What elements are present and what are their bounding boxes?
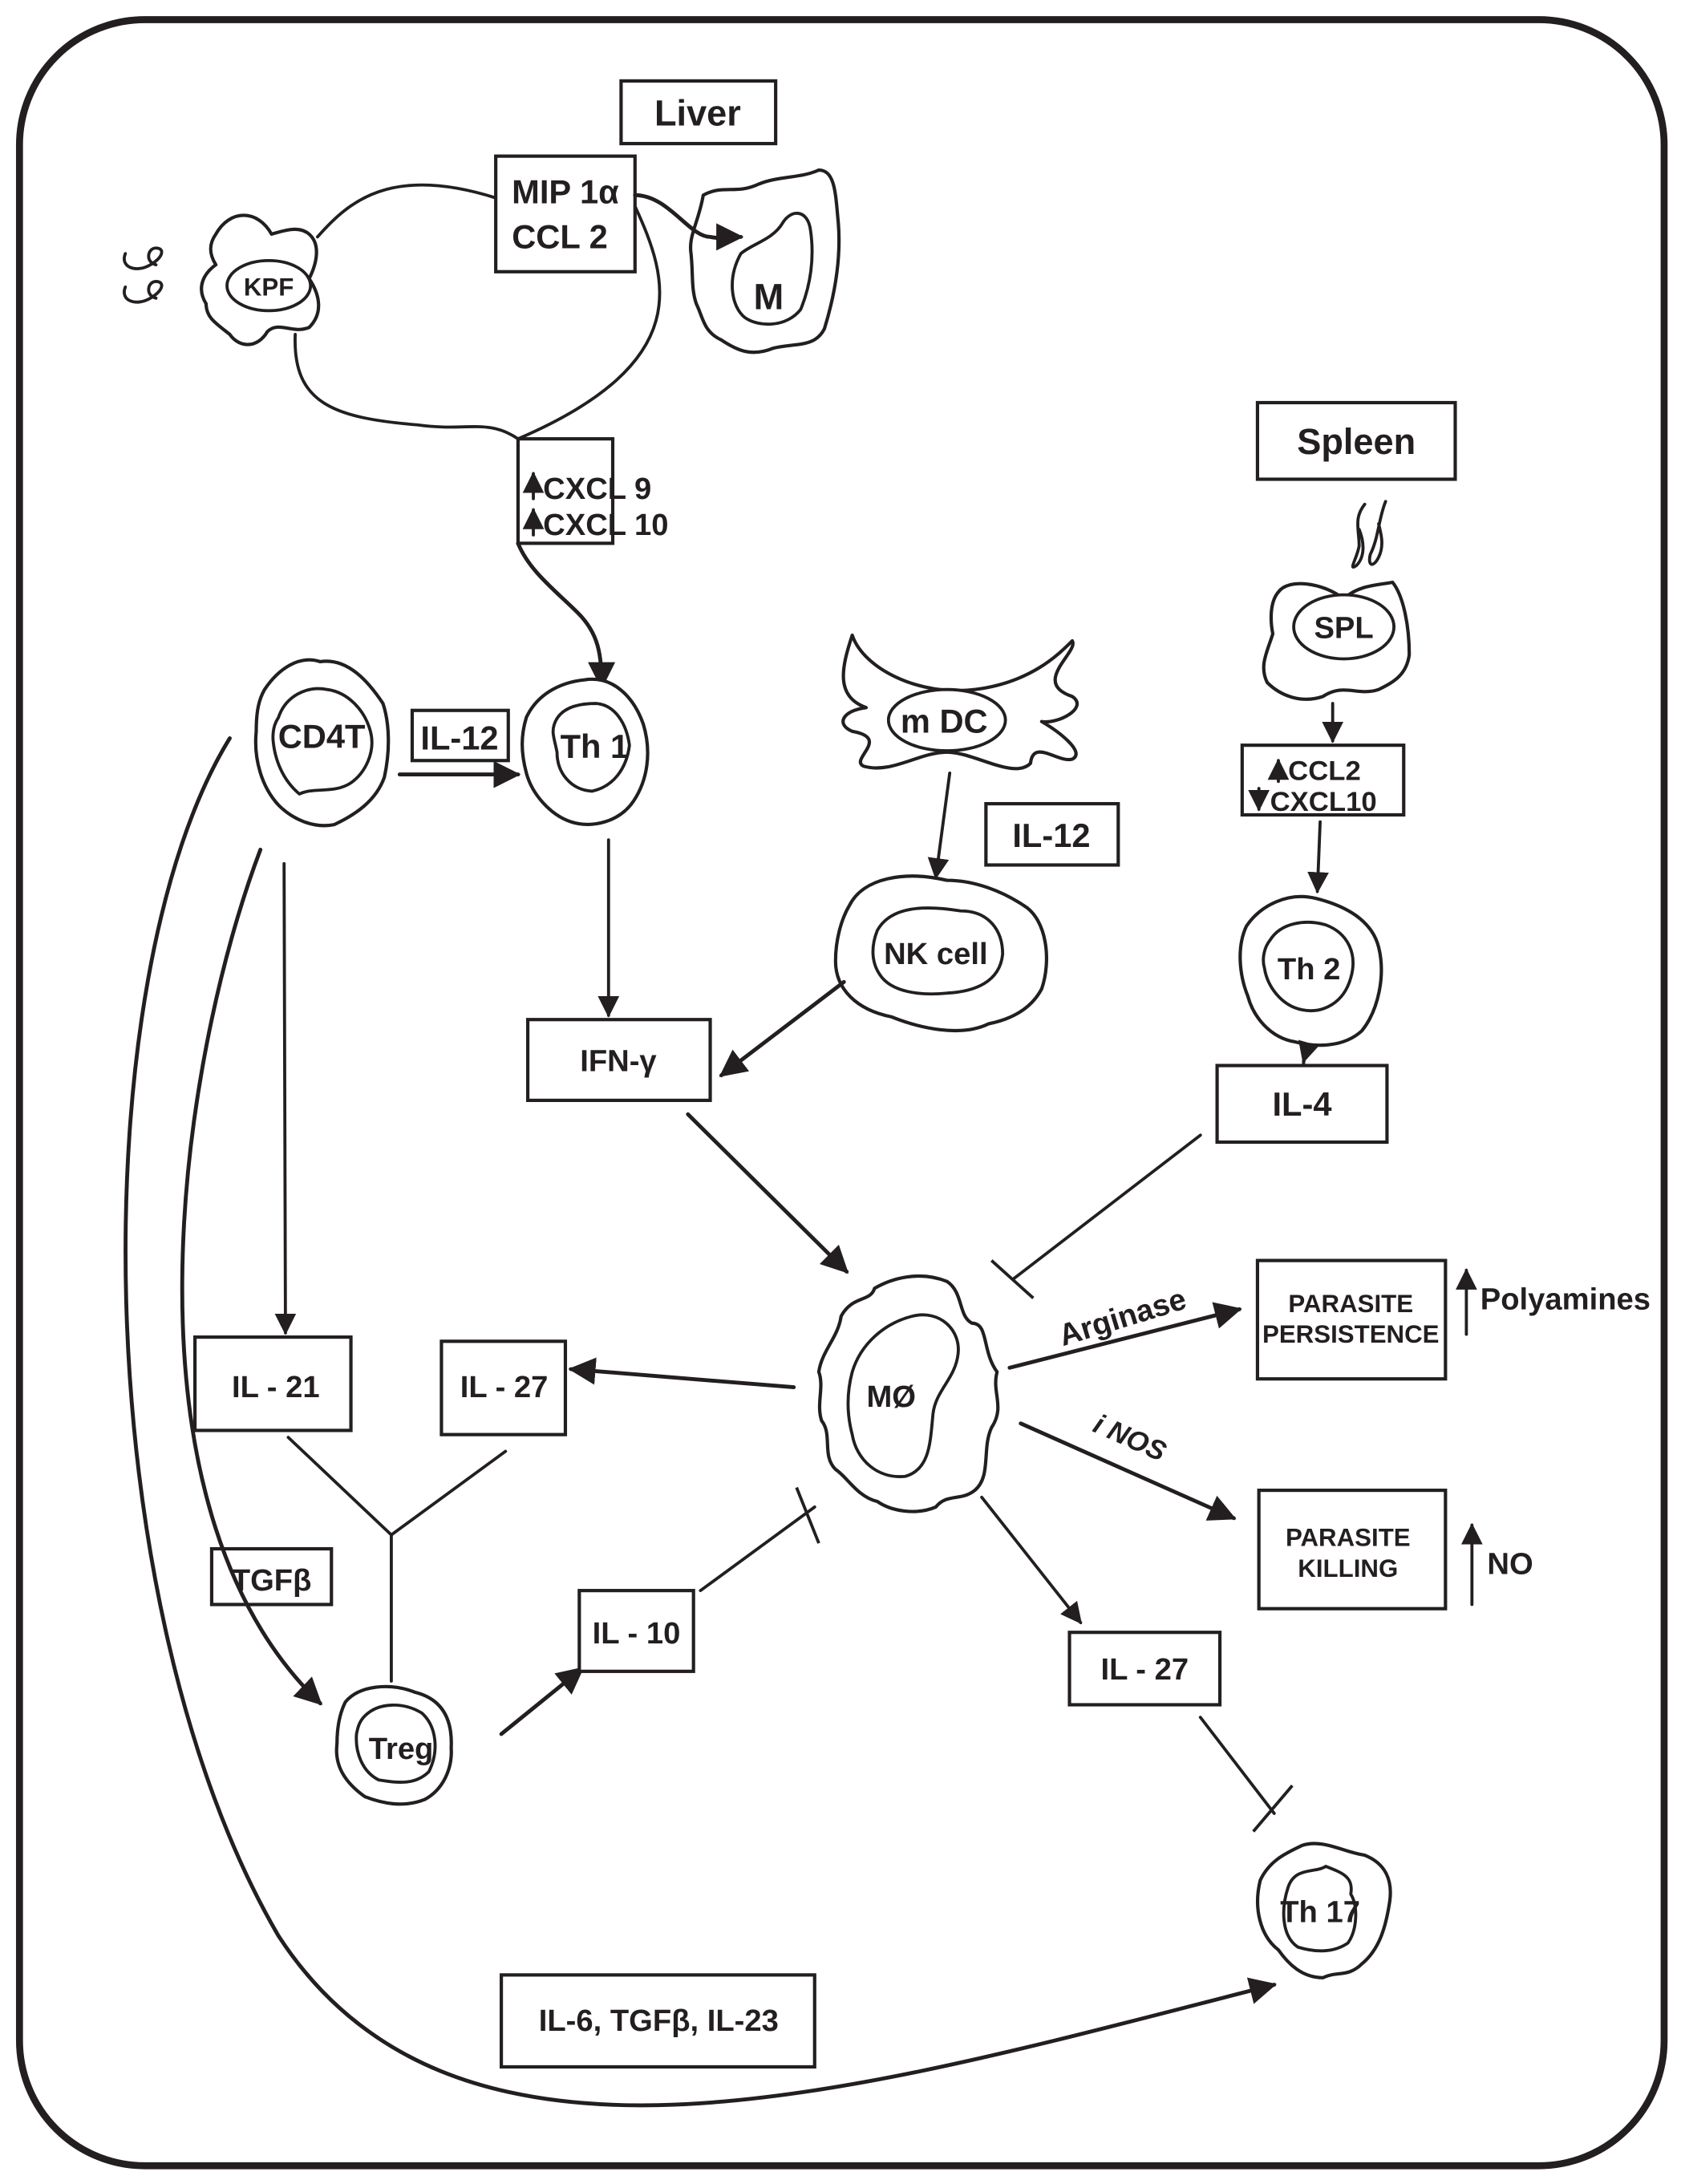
inhibition-bar: [795, 1486, 820, 1544]
cxcl-to-th1-arrow: [516, 541, 616, 690]
il27-left-box: IL - 27: [439, 1339, 568, 1436]
kpf-to-mip-line: [315, 183, 498, 239]
arginase-label: Arginase: [1055, 1282, 1190, 1353]
mdc-cell: m DC: [841, 633, 1079, 771]
tgfb-box: TGFβ: [209, 1546, 334, 1607]
cxcl-box: CXCL 9 CXCL 10: [516, 437, 669, 545]
il27-inhibits-th17-line: [1198, 1716, 1276, 1815]
cd4t-cell: CD4T: [253, 658, 391, 828]
parasite-icon: [123, 246, 164, 304]
m-cell: M: [689, 168, 841, 355]
treg-label: Treg: [369, 1732, 434, 1766]
il6-label: IL-6, TGFβ, IL-23: [539, 2004, 779, 2038]
il6-tgfb-il23-box: IL-6, TGFβ, IL-23: [500, 1973, 816, 2069]
macrophage-to-il27-left-arrow: [568, 1357, 796, 1390]
spleen-chemokine-box: CCL2 CXCL10: [1240, 744, 1406, 817]
il12-nk-box: IL-12: [984, 801, 1120, 867]
inhibition-bar: [990, 1259, 1035, 1299]
il21-box: IL - 21: [193, 1335, 353, 1432]
killing-line2: KILLING: [1298, 1554, 1398, 1582]
mip-label: MIP 1α: [512, 173, 619, 211]
nk-to-ifn-arrow: [719, 979, 846, 1078]
cxcl10-spleen-label: CXCL10: [1270, 787, 1377, 817]
mdc-label: m DC: [901, 703, 988, 740]
treg-cell: Treg: [334, 1684, 453, 1806]
il10-label: IL - 10: [593, 1616, 681, 1651]
th2-il4-connector: [1302, 1046, 1308, 1066]
cxcl9-label: CXCL 9: [543, 472, 651, 506]
persistence-line1: PARASITE: [1288, 1290, 1413, 1318]
mdc-to-nk-arrow: [927, 771, 952, 880]
persistence-line2: PERSISTENCE: [1262, 1320, 1440, 1348]
nk-cell: NK cell: [833, 874, 1048, 1033]
kpf-to-cxcl-line: [294, 333, 520, 441]
ifn-label: IFN-γ: [580, 1043, 657, 1078]
il4-inhibits-macrophage-line: [1012, 1133, 1202, 1281]
chemokine-to-th2-arrow: [1307, 820, 1329, 894]
th2-cell: Th 2: [1238, 894, 1383, 1047]
cd4t-to-il21-arrow: [274, 861, 297, 1335]
spl-label: SPL: [1314, 610, 1373, 645]
ccl2-label: CCL 2: [512, 217, 608, 255]
cd4t-to-treg-arrow: [180, 847, 322, 1706]
cd4t-to-th17-arrow: [124, 736, 1278, 2108]
mip-to-m-arrow: [633, 192, 744, 251]
kpf-cell: KPF: [200, 213, 321, 346]
il4-box: IL-4: [1215, 1064, 1389, 1145]
parasite-killing-box: PARASITE KILLING: [1257, 1489, 1448, 1611]
cd4t-label: CD4T: [278, 718, 366, 756]
macrophage-label: MØ: [867, 1380, 917, 1414]
il27-right-box: IL - 27: [1067, 1631, 1222, 1707]
outer-frame: [15, 16, 1668, 2170]
macrophage-cell: MØ: [816, 1274, 1000, 1513]
ifn-to-macrophage-arrow: [686, 1112, 849, 1274]
parasite-persistence-box: PARASITE PERSISTENCE: [1255, 1258, 1448, 1381]
il12-nk-label: IL-12: [1012, 816, 1090, 854]
il12-cd4-label: IL-12: [420, 719, 498, 756]
mip-to-cxcl-line: [516, 205, 662, 441]
m-label: M: [754, 277, 784, 318]
mip-ccl2-box: MIP 1α CCL 2: [494, 154, 637, 274]
th17-label: Th 17: [1280, 1894, 1360, 1929]
polyamines-label: Polyamines: [1480, 1282, 1651, 1316]
spleen-label-box: Spleen: [1255, 400, 1457, 481]
treg-to-il10-arrow: [499, 1666, 585, 1736]
il27-merge-line: [390, 1449, 508, 1537]
il10-inhibits-macrophage-line: [699, 1505, 816, 1593]
arginase-arrow: [1007, 1302, 1242, 1370]
liver-label-box: Liver: [619, 79, 778, 146]
killing-line1: PARASITE: [1286, 1524, 1411, 1552]
th2-label: Th 2: [1278, 952, 1341, 987]
no-label: NO: [1487, 1546, 1533, 1581]
th1-cell: Th 1: [520, 677, 650, 826]
liver-label: Liver: [654, 92, 741, 133]
th17-cell: Th 17: [1256, 1842, 1392, 1979]
parasite-icon: [1351, 500, 1387, 569]
macrophage-to-il27-right-arrow: [980, 1495, 1083, 1625]
il10-box: IL - 10: [577, 1589, 695, 1673]
il4-label: IL-4: [1272, 1085, 1331, 1123]
inhibition-bar: [1252, 1784, 1294, 1833]
spleen-label: Spleen: [1297, 421, 1416, 462]
cxcl10-label: CXCL 10: [543, 508, 668, 542]
ccl2-spleen-label: CCL2: [1288, 756, 1361, 787]
kpf-label: KPF: [244, 273, 294, 301]
il27-right-label: IL - 27: [1100, 1652, 1189, 1687]
th1-label: Th 1: [561, 727, 630, 765]
il27-left-label: IL - 27: [460, 1370, 549, 1404]
nk-label: NK cell: [884, 937, 987, 971]
il21-label: IL - 21: [232, 1370, 320, 1404]
ifn-gamma-box: IFN-γ: [525, 1018, 712, 1103]
il12-cd4-box: IL-12: [410, 708, 510, 763]
inos-arrow: [1019, 1421, 1237, 1521]
tgfb-label: TGFβ: [232, 1563, 312, 1598]
il21-merge-line: [286, 1436, 393, 1537]
spl-cell: SPL: [1262, 580, 1412, 701]
